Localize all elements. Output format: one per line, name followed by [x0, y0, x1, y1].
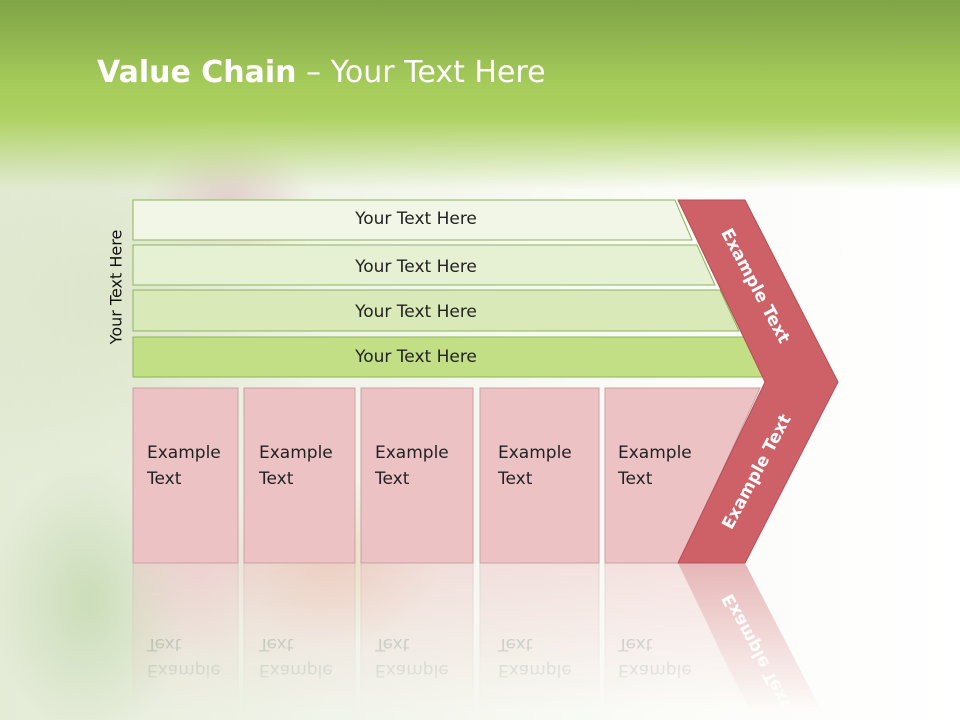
- row-2-label: Your Text Here: [355, 257, 477, 277]
- row-4-label: Your Text Here: [355, 347, 477, 367]
- box-1-line1: Example: [147, 443, 221, 463]
- reflection-shapes: [132, 563, 838, 720]
- row-3-label: Your Text Here: [355, 302, 477, 322]
- box-3-line2: Text: [375, 469, 410, 489]
- box-2-line1: Example: [259, 443, 333, 463]
- box-3-shape: [360, 387, 474, 564]
- reflect-box-2: [243, 563, 356, 720]
- reflect-text-2-line2: Text: [259, 634, 294, 654]
- box-5-line1: Example: [618, 443, 692, 463]
- reflect-text-2-line1: Example: [259, 660, 333, 680]
- box-1-shape: [132, 387, 239, 564]
- reflect-text-1-line1: Example: [147, 660, 221, 680]
- reflect-text-5: Example Text: [618, 631, 692, 683]
- row-3-shape: [132, 289, 740, 332]
- header-band: [0, 0, 960, 190]
- row-2-shape: [132, 244, 716, 286]
- box-4-shape: [479, 387, 600, 564]
- reflect-text-3: Example Text: [375, 631, 449, 683]
- reflect-box-5: [604, 563, 761, 720]
- box-3-line1: Example: [375, 443, 449, 463]
- title-bold: Value Chain: [97, 55, 297, 90]
- chevron-shape: [677, 199, 839, 564]
- diagram-reflection: Example Text Example Text Example Text Exam…: [0, 563, 960, 720]
- reflect-text-1-line2: Text: [147, 634, 182, 654]
- reflect-text-4-line1: Example: [498, 660, 572, 680]
- reflect-text-5-line1: Example: [618, 660, 692, 680]
- reflect-text-5-line2: Text: [618, 634, 653, 654]
- reflect-box-3: [360, 563, 474, 720]
- box-1-line2: Text: [147, 469, 182, 489]
- reflect-box-4: [479, 563, 600, 720]
- reflect-box-1: [132, 563, 239, 720]
- reflect-text-4-line2: Text: [498, 634, 533, 654]
- title-rest: – Your Text Here: [296, 55, 546, 90]
- box-4-line2: Text: [498, 469, 533, 489]
- box-2-line2: Text: [259, 469, 294, 489]
- reflect-text-3-line2: Text: [375, 634, 410, 654]
- reflect-chevron: [678, 563, 838, 720]
- reflection-inner: Example Text Example Text Example Text Exam…: [0, 563, 960, 720]
- reflect-text-4: Example Text: [498, 631, 572, 683]
- reflect-text-2: Example Text: [259, 631, 333, 683]
- reflect-text-3-line1: Example: [375, 660, 449, 680]
- box-5-line2: Text: [618, 469, 653, 489]
- reflect-text-1: Example Text: [147, 631, 221, 683]
- box-4-line1: Example: [498, 443, 572, 463]
- box-2-shape: [243, 387, 356, 564]
- slide-title: Value Chain – Your Text Here: [97, 55, 546, 90]
- row-1-label: Your Text Here: [355, 209, 477, 229]
- row-1-shape: [132, 199, 693, 241]
